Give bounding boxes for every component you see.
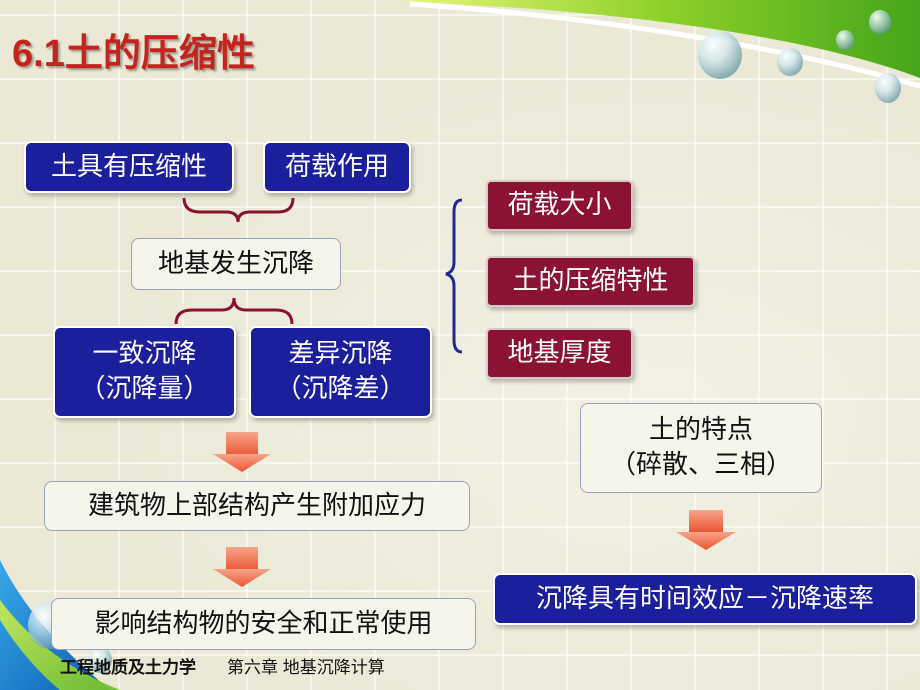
soil-characteristics-line2: （碎散、三相） [609, 450, 792, 480]
node-load-action: 荷载作用 [263, 141, 411, 193]
node-time-effect: 沉降具有时间效应－沉降速率 [493, 573, 917, 625]
soil-characteristics-line1: 土的特点 [648, 415, 753, 445]
node-structure-safety: 影响结构物的安全和正常使用 [51, 598, 476, 650]
factor-soil-compressibility: 土的压缩特性 [486, 256, 695, 307]
differential-settlement-line2: （沉降差） [275, 374, 406, 404]
factor-load-magnitude: 荷载大小 [486, 180, 633, 231]
node-soil-characteristics: 土的特点 （碎散、三相） [580, 403, 822, 493]
differential-settlement-line1: 差异沉降 [288, 339, 393, 369]
slide-title: 6.1土的压缩性 [12, 33, 255, 75]
node-additional-stress: 建筑物上部结构产生附加应力 [44, 481, 470, 531]
node-soil-compressible: 土具有压缩性 [24, 141, 234, 193]
node-uniform-settlement: 一致沉降 （沉降量） [53, 326, 236, 418]
footer-course: 工程地质及土力学 [60, 658, 196, 677]
uniform-settlement-line2: （沉降量） [79, 374, 210, 404]
factor-foundation-thickness: 地基厚度 [486, 328, 633, 379]
footer-chapter: 第六章 地基沉降计算 [227, 658, 385, 677]
node-differential-settlement: 差异沉降 （沉降差） [249, 326, 432, 418]
node-foundation-settlement: 地基发生沉降 [131, 238, 341, 290]
uniform-settlement-line1: 一致沉降 [92, 339, 197, 369]
